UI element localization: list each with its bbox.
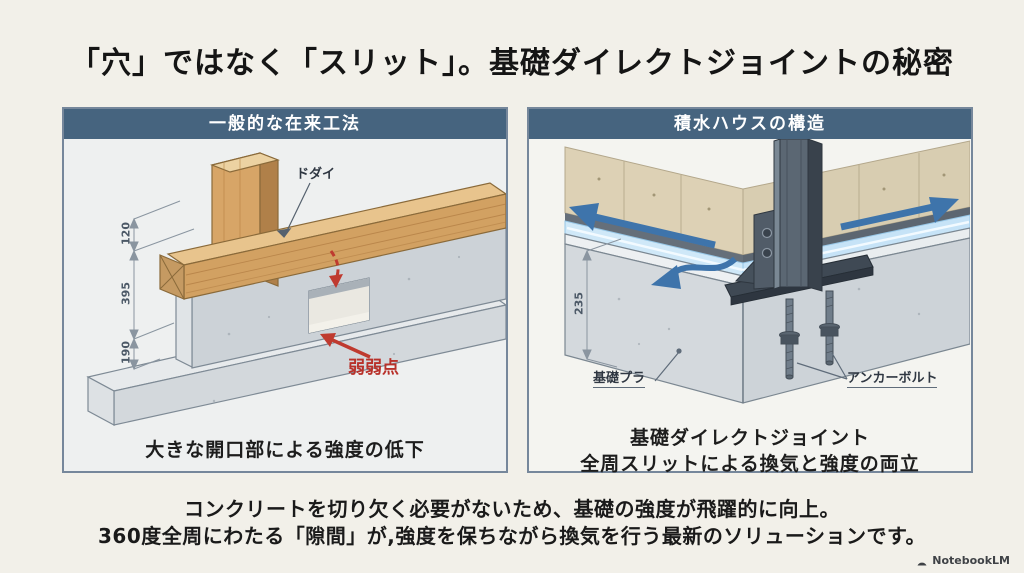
panel-sekisui-caption-line1: 基礎ダイレクトジョイント	[629, 427, 870, 449]
steel-post	[773, 139, 823, 292]
summary-line1: コンクリートを切り欠く必要がないため、基礎の強度が飛躍的に向上。	[184, 497, 840, 521]
weak-point-dashed-arrow	[329, 250, 343, 288]
panel-conventional-body: ドダイ 弱弱点 120 395 190 大きな開口部による強度の低下	[64, 139, 506, 471]
foundation-label: 基礎プラ	[593, 367, 646, 388]
anchor-bolt-label: アンカーボルト	[847, 367, 938, 388]
panel-conventional-caption: 大きな開口部による強度の低下	[145, 439, 425, 461]
panel-conventional-method: 一般的な在来工法	[62, 107, 508, 473]
sill-leader-line	[276, 182, 311, 238]
panel-sekisui-body: 基礎プラ アンカーボルト 235 基礎ダイレクトジョイント 全周スリットによる換…	[529, 139, 971, 475]
watermark: NotebookLM	[916, 554, 1010, 567]
sill-label: ドダイ	[296, 167, 336, 182]
conventional-foundation-illustration	[86, 152, 506, 427]
wood-sill-beam	[159, 182, 506, 300]
dimension-120: 120	[119, 222, 133, 245]
panel-sekisui-caption-line2: 全周スリットによる換気と強度の両立	[580, 453, 920, 475]
dimension-235: 235	[572, 292, 586, 315]
label-leader-lines	[654, 348, 848, 382]
summary-line2: 360度全周にわたる「隙間」が,強度を保ちながら換気を行う最新のソリューションで…	[98, 524, 926, 548]
watermark-text: NotebookLM	[932, 554, 1010, 567]
dimension-lines	[129, 200, 195, 371]
panel-conventional-header: 一般的な在来工法	[64, 109, 506, 139]
panel-sekisui-structure: 積水ハウスの構造	[527, 107, 973, 475]
summary-text: コンクリートを切り欠く必要がないため、基礎の強度が飛躍的に向上。 360度全周に…	[0, 496, 1024, 550]
airflow-arrows	[569, 197, 959, 289]
weak-point-label: 弱弱点	[348, 358, 399, 378]
weak-point-arrow	[320, 333, 371, 359]
dimension-190: 190	[119, 341, 133, 364]
notebooklm-logo-icon	[917, 557, 927, 565]
page-title: 「穴」ではなく「スリット」。基礎ダイレクトジョイントの秘密	[70, 46, 954, 81]
panel-sekisui-header: 積水ハウスの構造	[529, 109, 971, 139]
anchor-bolts	[779, 290, 840, 380]
sekisui-foundation-illustration	[564, 139, 970, 404]
dimension-395: 395	[119, 282, 133, 305]
dimension-line-235	[582, 238, 622, 368]
